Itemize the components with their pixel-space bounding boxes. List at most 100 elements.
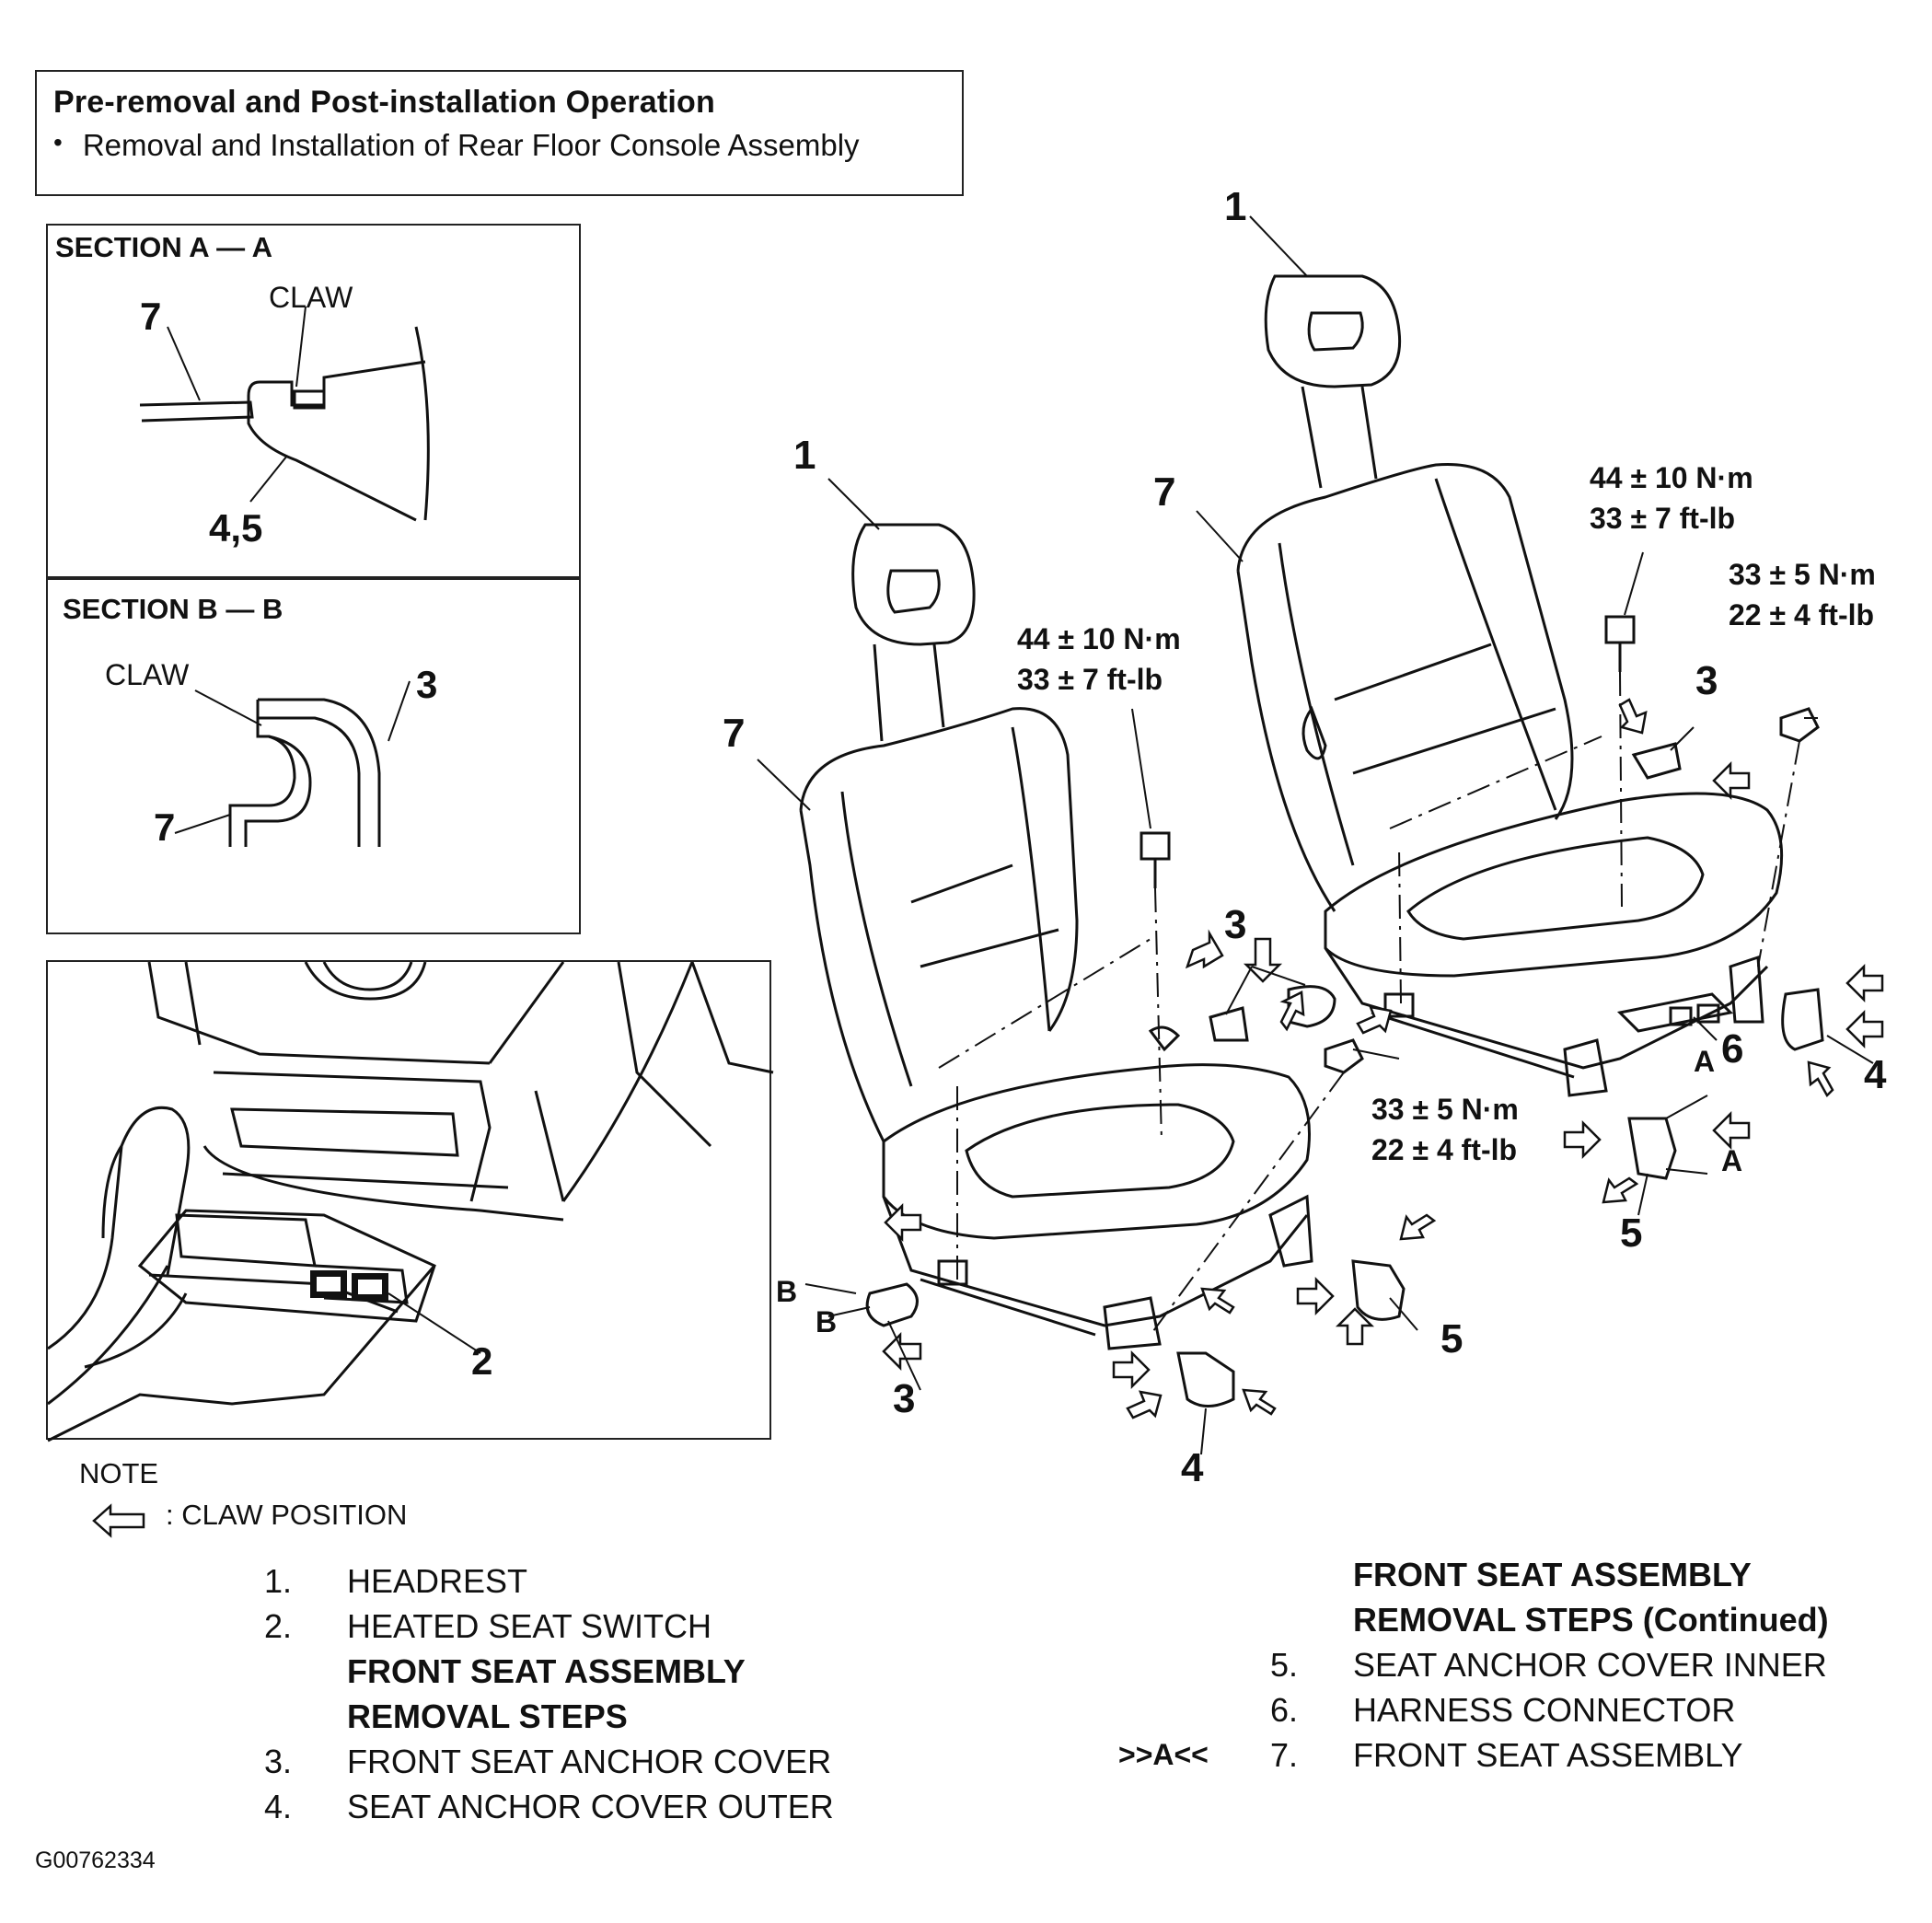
- left-section-b-letter-2: B: [816, 1305, 838, 1338]
- legend-left: 1. HEADREST 2. HEATED SEAT SWITCH FRONT SEAT…: [264, 1558, 834, 1829]
- left-headrest-callout: 1: [793, 433, 816, 478]
- legend-left-item: FRONT SEAT ASSEMBLY: [264, 1649, 834, 1694]
- right-section-a-letter-1: A: [1694, 1045, 1716, 1078]
- legend-left-item-number: 3.: [264, 1743, 293, 1780]
- torque-center-nut-nm: 33 ± 5 N·m: [1371, 1093, 1519, 1126]
- pre-removal-item: • Removal and Installation of Rear Floor…: [53, 128, 945, 163]
- section-b-title: SECTION B — B: [63, 593, 283, 625]
- seat-rail-shape: [139, 400, 254, 423]
- legend-left-item: 3. FRONT SEAT ANCHOR COVER: [264, 1739, 834, 1784]
- right-headrest-callout: 1: [1224, 184, 1247, 229]
- legend-left-item: REMOVAL STEPS: [264, 1694, 834, 1739]
- torque-right-nut-nm: 33 ± 5 N·m: [1729, 558, 1876, 591]
- torque-left-bolt: 44 ± 10 N·m 33 ± 7 ft-lb: [1017, 619, 1181, 700]
- legend-left-item-text: HEATED SEAT SWITCH: [347, 1607, 712, 1645]
- legend-right-item-prefix: [1118, 1642, 1270, 1687]
- pre-removal-box: Pre-removal and Post-installation Operat…: [35, 70, 964, 196]
- pre-removal-item-text: Removal and Installation of Rear Floor C…: [82, 128, 860, 162]
- claw-arrow-icons: [882, 698, 1884, 1419]
- section-a-title: SECTION A — A: [55, 231, 272, 263]
- right-anchor-cover-callout: 3: [1695, 658, 1718, 703]
- legend-right-item: >>A<< 7. FRONT SEAT ASSEMBLY: [1118, 1732, 1829, 1778]
- right-seat-callout: 7: [1153, 469, 1176, 515]
- torque-left-bolt-nm: 44 ± 10 N·m: [1017, 622, 1181, 655]
- legend-right-item-prefix: [1118, 1597, 1270, 1642]
- legend-left-item-text: FRONT SEAT ANCHOR COVER: [347, 1743, 832, 1780]
- note-claw-position: : CLAW POSITION: [166, 1499, 408, 1531]
- left-section-b-letter-1: B: [776, 1275, 798, 1308]
- section-b-panel: SECTION B — B CLAW 3 7: [46, 578, 581, 934]
- legend-right-item-text: FRONT SEAT ASSEMBLY: [1353, 1556, 1752, 1593]
- console-drawing: [47, 961, 774, 1442]
- legend-right-item-prefix: [1118, 1687, 1270, 1732]
- legend-left-item-text: REMOVAL STEPS: [347, 1697, 628, 1735]
- section-b-callout-7: 7: [154, 805, 176, 849]
- center-lines: [938, 671, 1800, 1336]
- torque-right-bolt: 44 ± 10 N·m 33 ± 7 ft-lb: [1590, 458, 1753, 539]
- legend-right-item-number: [1270, 1597, 1353, 1642]
- section-a-callout-7: 7: [140, 295, 162, 338]
- legend-left-item-text: HEADREST: [347, 1562, 528, 1600]
- left-seat-shape: [799, 523, 1313, 1350]
- pre-removal-title: Pre-removal and Post-installation Operat…: [53, 85, 715, 120]
- left-seat-callout: 7: [723, 711, 746, 756]
- reference-code: G00762334: [35, 1848, 156, 1873]
- note-title: NOTE: [79, 1457, 159, 1489]
- legend-left-item-text: SEAT ANCHOR COVER OUTER: [347, 1788, 834, 1825]
- leader-lines: [757, 215, 1874, 1455]
- torque-left-bolt-ftlb: 33 ± 7 ft-lb: [1017, 663, 1163, 696]
- right-seat-shape: [1236, 274, 1784, 1097]
- console-panel: 2: [46, 960, 774, 1442]
- legend-left-item-number: 1.: [264, 1562, 293, 1600]
- legend-right-item-number: 7.: [1270, 1736, 1299, 1774]
- legend-right-item-text: SEAT ANCHOR COVER INNER: [1353, 1646, 1827, 1684]
- legend-left-item: 2. HEATED SEAT SWITCH: [264, 1604, 834, 1649]
- right-inner-cover-callout: 5: [1620, 1211, 1643, 1256]
- legend-left-item-number: 2.: [264, 1607, 293, 1645]
- legend-right-item: 6. HARNESS CONNECTOR: [1118, 1687, 1829, 1732]
- legend-left-item-number: [264, 1694, 347, 1739]
- legend-right-item-number: 5.: [1270, 1646, 1299, 1684]
- bullet-icon: •: [53, 128, 63, 156]
- torque-right-nut: 33 ± 5 N·m 22 ± 4 ft-lb: [1729, 554, 1876, 635]
- legend-right-item: FRONT SEAT ASSEMBLY: [1118, 1552, 1829, 1597]
- legend-right-item-number: 6.: [1270, 1691, 1299, 1729]
- left-anchor-cover-callout: 3: [1224, 902, 1247, 947]
- section-b-callout-3: 3: [416, 663, 438, 706]
- left-outer-cover-callout: 4: [1181, 1445, 1204, 1490]
- legend-left-item-number: 4.: [264, 1788, 293, 1825]
- right-connector-callout: 6: [1721, 1026, 1744, 1072]
- legend-right-item-text: HARNESS CONNECTOR: [1353, 1691, 1736, 1729]
- left-inner-cover-callout: 5: [1440, 1316, 1463, 1361]
- torque-center-nut: 33 ± 5 N·m 22 ± 4 ft-lb: [1371, 1089, 1519, 1170]
- legend-right-item-number: [1270, 1552, 1353, 1597]
- right-section-a-letter-2: A: [1721, 1144, 1743, 1177]
- torque-right-bolt-ftlb: 33 ± 7 ft-lb: [1590, 502, 1736, 535]
- right-outer-cover-callout: 4: [1864, 1052, 1887, 1097]
- shift-lever-shape: [47, 1106, 191, 1350]
- legend-right-item-text: FRONT SEAT ASSEMBLY: [1353, 1736, 1743, 1774]
- console-callout-2: 2: [471, 1339, 493, 1383]
- torque-center-nut-ftlb: 22 ± 4 ft-lb: [1371, 1133, 1518, 1166]
- legend-left-item: 4. SEAT ANCHOR COVER OUTER: [264, 1784, 834, 1829]
- legend-right-item-text: REMOVAL STEPS (Continued): [1353, 1601, 1829, 1639]
- legend-left-item: 1. HEADREST: [264, 1558, 834, 1604]
- torque-right-nut-ftlb: 22 ± 4 ft-lb: [1729, 598, 1875, 631]
- section-a-callout-45: 4,5: [209, 506, 263, 550]
- section-a-drawing: [139, 306, 430, 522]
- legend-left-item-text: FRONT SEAT ASSEMBLY: [347, 1652, 746, 1690]
- section-b-drawing: [174, 680, 411, 847]
- legend-right: FRONT SEAT ASSEMBLY REMOVAL STEPS (Contin…: [1118, 1552, 1829, 1778]
- left-anchor-cover-bottom-callout: 3: [893, 1376, 916, 1421]
- section-a-panel: SECTION A — A 7 CLAW 4,5: [46, 224, 581, 578]
- legend-right-item-prefix: [1118, 1552, 1270, 1597]
- fastener-shapes: [1140, 615, 1820, 1074]
- legend-right-item: 5. SEAT ANCHOR COVER INNER: [1118, 1642, 1829, 1687]
- section-b-claw-label: CLAW: [105, 658, 190, 691]
- legend-right-item: REMOVAL STEPS (Continued): [1118, 1597, 1829, 1642]
- torque-right-bolt-nm: 44 ± 10 N·m: [1590, 461, 1753, 494]
- section-a-claw-label: CLAW: [269, 281, 353, 314]
- legend-left-item-number: [264, 1649, 347, 1694]
- legend-right-item-prefix: >>A<<: [1118, 1738, 1209, 1771]
